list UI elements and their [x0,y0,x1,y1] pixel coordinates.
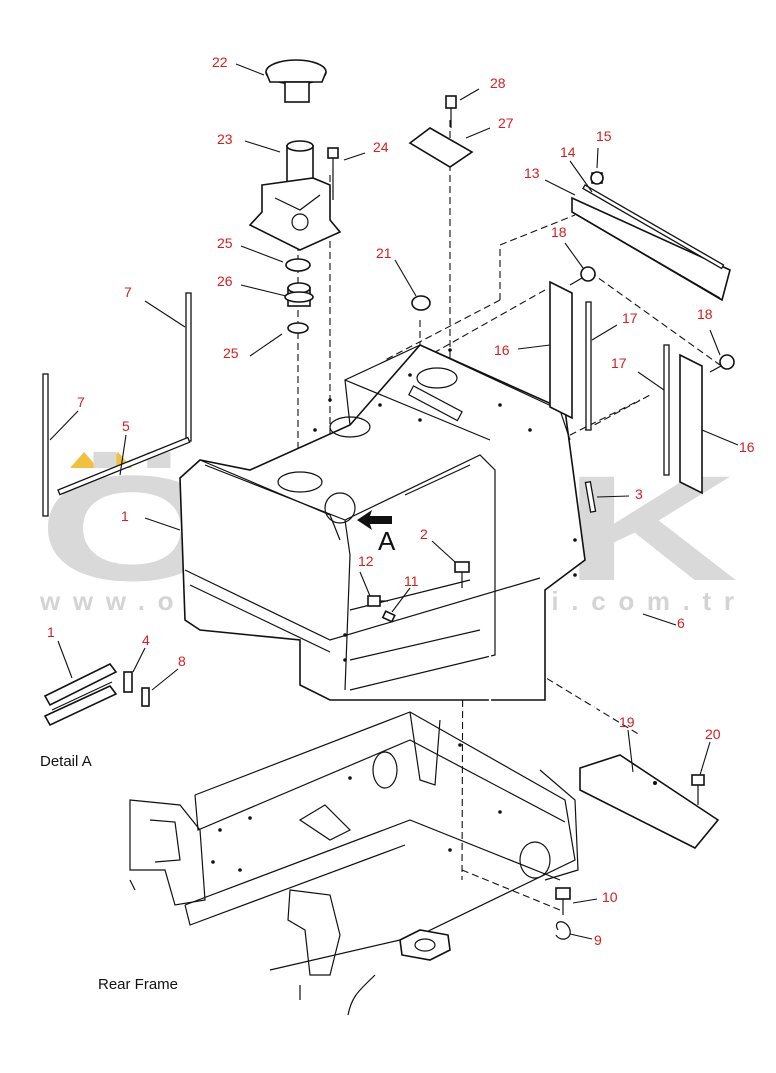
rear-frame-label: Rear Frame [98,976,178,993]
seal-5 [57,436,191,496]
cover-19 [579,754,720,850]
callout-16-left: 16 [494,342,510,358]
view-a-marker: A [378,526,396,556]
bracket-13 [571,196,731,302]
hose-26 [284,282,314,307]
callout-10: 10 [602,889,618,905]
callout-28: 28 [490,75,506,91]
clip-11 [381,610,396,623]
callout-17-left: 17 [622,310,638,326]
callout-7-upper: 7 [124,284,132,300]
seal-17-right [663,344,670,476]
rear-frame [129,711,579,1016]
bolt-12 [367,595,388,607]
callout-15: 15 [596,128,612,144]
callout-24: 24 [373,139,389,155]
bolt-24 [327,147,339,200]
callout-19: 19 [619,714,635,730]
callout-12: 12 [358,553,374,569]
clamp-25-lower [287,322,309,334]
plate-16-right [679,353,703,495]
detail-a-pin-8 [141,687,150,707]
callout-13: 13 [524,165,540,181]
callout-6: 6 [677,615,685,631]
plug-21 [411,295,431,311]
seal-14 [582,184,725,270]
bolt-28 [445,95,457,128]
callout-5: 5 [122,418,130,434]
detail-a-clip-4 [123,671,133,693]
seal-17-left [585,301,592,431]
callout-17-right: 17 [611,355,627,371]
watermark-accent-left [70,452,98,468]
callout-20: 20 [705,726,721,742]
plate-16-left [549,280,573,420]
callout-22: 22 [212,54,228,70]
callout-3: 3 [635,486,643,502]
callout-9: 9 [594,932,602,948]
bolt-2 [454,561,470,588]
callout-23: 23 [217,131,233,147]
callout-16-right: 16 [739,439,755,455]
plate-27 [408,127,474,168]
clamp-25-upper [285,258,311,272]
callout-8: 8 [178,653,186,669]
seal-7-lower [42,373,49,517]
precleaner-cap [265,59,327,103]
callout-18-right: 18 [697,306,713,322]
callout-25-upper: 25 [217,235,233,251]
callout-numbers: 22 23 24 25 26 25 28 27 21 15 14 13 18 1… [47,54,755,948]
bolt-20 [691,774,705,805]
bolt-18-left [569,266,596,286]
clip-9 [555,921,571,940]
bolt-18-right [709,354,735,373]
callout-26: 26 [217,273,233,289]
callout-25-lower: 25 [223,345,239,361]
bolt-15 [590,171,604,185]
seal-7-upper [185,292,192,442]
callout-4: 4 [142,632,150,648]
callout-18-left: 18 [551,224,567,240]
seal-6 [488,570,642,757]
detail-a-strip-1 [43,662,118,727]
callout-14: 14 [560,144,576,160]
bolt-10 [555,887,571,915]
callout-2: 2 [420,526,428,542]
seal-3 [584,480,597,513]
callout-27: 27 [498,115,514,131]
callout-1-hood: 1 [121,508,129,524]
detail-a-label: Detail A [40,753,92,770]
callout-7-lower: 7 [77,394,85,410]
callout-21: 21 [376,245,392,261]
leader-lines [49,63,739,940]
intake-stack [248,140,342,251]
view-a-arrow: A [357,510,396,556]
callout-1-detail: 1 [47,624,55,640]
callout-11: 11 [404,573,419,589]
